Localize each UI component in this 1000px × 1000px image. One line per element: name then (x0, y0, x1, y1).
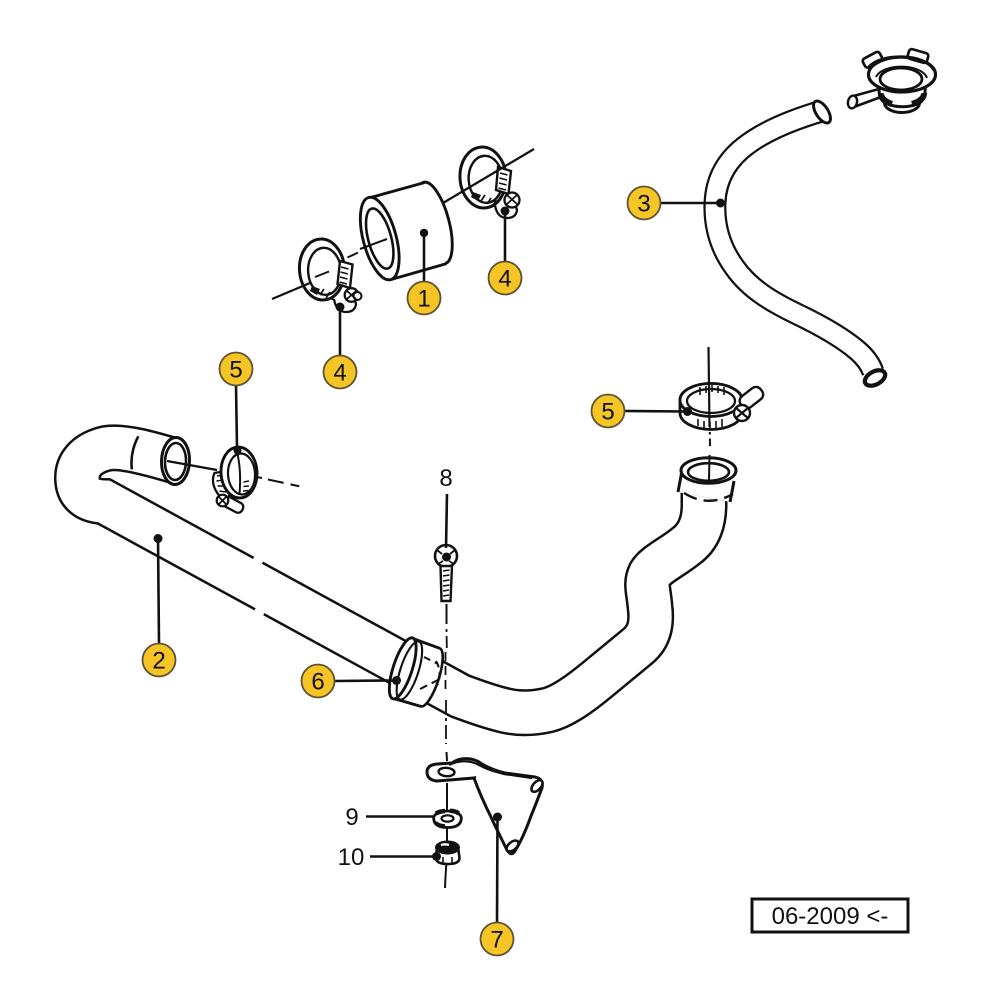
svg-text:06-2009 <-: 06-2009 <- (772, 903, 889, 930)
svg-text:9: 9 (345, 804, 358, 831)
svg-text:4: 4 (333, 360, 346, 387)
svg-text:3: 3 (637, 191, 650, 218)
svg-text:5: 5 (229, 357, 242, 384)
svg-text:2: 2 (152, 648, 165, 675)
svg-text:4: 4 (498, 266, 511, 293)
svg-text:1: 1 (417, 286, 430, 313)
svg-text:8: 8 (439, 465, 452, 492)
svg-text:6: 6 (311, 669, 324, 696)
svg-text:5: 5 (601, 399, 614, 426)
svg-text:10: 10 (338, 844, 365, 871)
svg-text:7: 7 (490, 927, 503, 954)
